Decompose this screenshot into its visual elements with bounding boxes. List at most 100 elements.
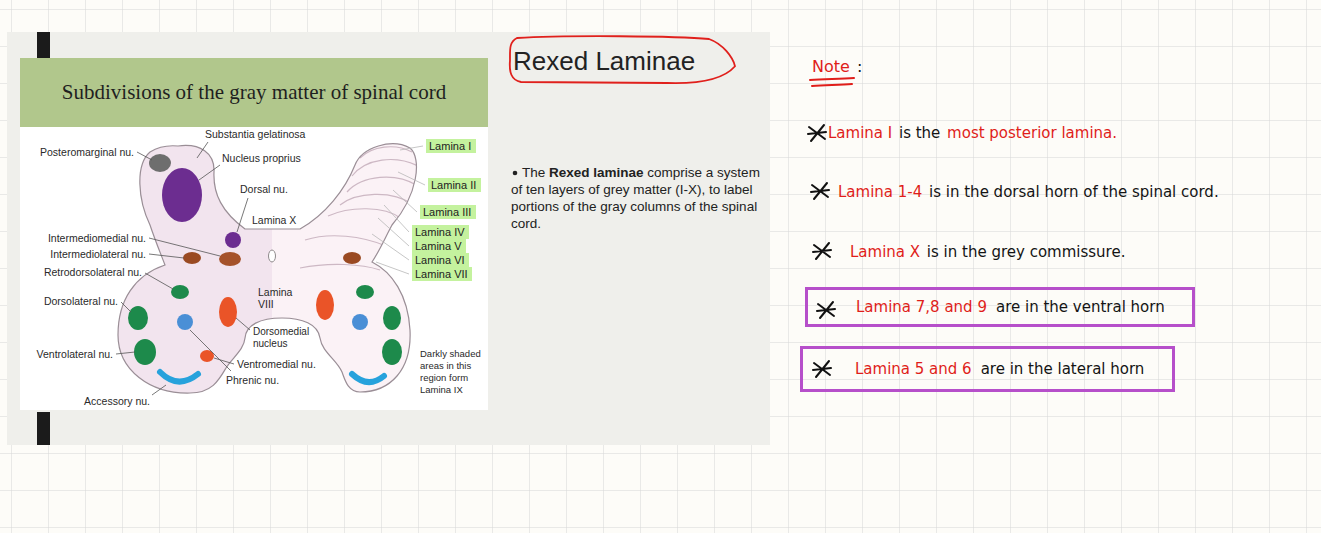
note-line: Lamina X is in the grey commissure. (850, 243, 1132, 261)
motor-nucleus (134, 339, 156, 365)
leader-line (372, 234, 409, 260)
leader-line (137, 152, 152, 160)
dorsal-nucleus (225, 232, 241, 248)
note-text: is in the dorsal horn of the spinal cord… (929, 183, 1219, 201)
note-text: is in the grey commissure. (927, 243, 1126, 261)
intermediolateral-nucleus (183, 252, 201, 264)
note-text: Lamina 7,8 and 9 (856, 298, 987, 316)
motor-nucleus (343, 252, 361, 264)
note-text: Lamina 1-4 (838, 183, 922, 201)
slide-title: Subdivisions of the gray matter of spina… (62, 79, 446, 105)
leader-line (197, 142, 208, 158)
lamina-tag: Lamina II (428, 178, 481, 192)
lamina-boundary (347, 177, 418, 192)
motor-nucleus (383, 306, 401, 330)
slide-bar (37, 412, 50, 445)
leader-line (145, 273, 173, 289)
bullet-text: The (522, 165, 545, 180)
lamina-name: Lamina VI (415, 254, 465, 266)
motor-nucleus (352, 374, 384, 382)
figure-panel (20, 127, 488, 410)
note-text: Lamina I (828, 124, 892, 142)
leader-line (199, 165, 220, 180)
motor-nucleus (316, 290, 334, 320)
part-label: Ventromedial nu. (237, 358, 316, 370)
motor-nucleus (171, 285, 189, 299)
underline-stroke (812, 84, 852, 86)
lamina-name: Lamina IV (415, 226, 465, 238)
lamina-boundary (352, 160, 418, 176)
motor-nucleus (356, 285, 374, 299)
part-label: Intermediolateral nu. (50, 248, 146, 260)
star-mark (811, 183, 829, 199)
grey-matter-outline (118, 144, 416, 393)
lamina-tag: Lamina VII (412, 267, 472, 281)
part-label: Dorsomedial nucleus (253, 326, 317, 350)
bullet-text: TheRexed laminaecomprise a system of ten… (511, 164, 763, 232)
leader-line (116, 352, 135, 354)
phrenic-nucleus (177, 314, 193, 330)
leader-line (214, 358, 234, 364)
note-text: Lamina 5 and 6 (855, 360, 972, 378)
leader-line (121, 302, 131, 312)
star-marks (808, 125, 835, 377)
bullet-text: Rexed laminae (549, 165, 644, 180)
star-mark (808, 125, 826, 141)
star-mark (813, 243, 831, 259)
leader-line (237, 198, 248, 232)
part-label: Lamina VIII (258, 286, 296, 310)
slide (7, 32, 770, 445)
lamina-name: Lamina VII (415, 268, 468, 280)
note-text: are in the lateral horn (981, 360, 1145, 378)
motor-nucleus (219, 297, 237, 327)
lamina-boundary (300, 264, 380, 270)
leader-line (190, 330, 231, 371)
slide-bar (37, 32, 50, 59)
leader-line (152, 385, 166, 395)
slide-title-band: Subdivisions of the gray matter of spina… (20, 58, 488, 127)
note-heading: : (857, 57, 862, 76)
intermediomedial-nucleus (219, 252, 241, 266)
part-label: Intermediomedial nu. (48, 232, 146, 244)
lamina-boundary (360, 147, 412, 158)
hand-outline-stroke (510, 36, 735, 83)
part-label: Substantia gelatinosa (205, 128, 305, 140)
note-heading: Note (812, 57, 850, 76)
part-label: Nucleus proprius (222, 152, 301, 164)
note-line: Lamina Iis themost posterior lamina. (828, 124, 1124, 142)
central-canal (269, 250, 276, 262)
note-line: Lamina 1-4 is in the dorsal horn of the s… (838, 183, 1225, 201)
leader-line (384, 205, 409, 232)
leader-line (393, 190, 417, 212)
lamina-tag: Lamina I (426, 139, 476, 153)
leader-line (376, 262, 409, 274)
lamina-tag: Lamina IV (412, 225, 469, 239)
part-label: Darkly shaded areas in this region form … (420, 348, 486, 396)
star-mark (813, 361, 831, 377)
lamina-name: Lamina III (423, 206, 471, 218)
part-label: Phrenic nu. (226, 374, 279, 386)
lamina-name: Lamina II (431, 179, 476, 191)
posteromarginal-nucleus (149, 154, 171, 172)
part-label: Lamina X (252, 214, 296, 226)
leader-line (149, 254, 184, 258)
accessory-nucleus (160, 372, 198, 382)
note-text: Lamina X (850, 243, 920, 261)
star-mark (817, 302, 835, 318)
lamina-tag: Lamina VI (412, 253, 469, 267)
motor-nucleus (382, 339, 402, 365)
note-text: is the (899, 124, 940, 142)
bullet-dot (513, 171, 518, 176)
underline-stroke (810, 78, 854, 80)
lamina-boundary (340, 194, 412, 205)
leader-line (149, 238, 220, 256)
lamina-tag: Lamina III (420, 205, 476, 219)
heading-outline: Rexed Laminae (507, 34, 737, 86)
motor-nucleus (128, 306, 148, 330)
note-underline (810, 78, 854, 86)
highlight-box: Lamina 7,8 and 9are in the ventral horn (805, 287, 1195, 327)
part-label: Posteromarginal nu. (40, 146, 134, 158)
